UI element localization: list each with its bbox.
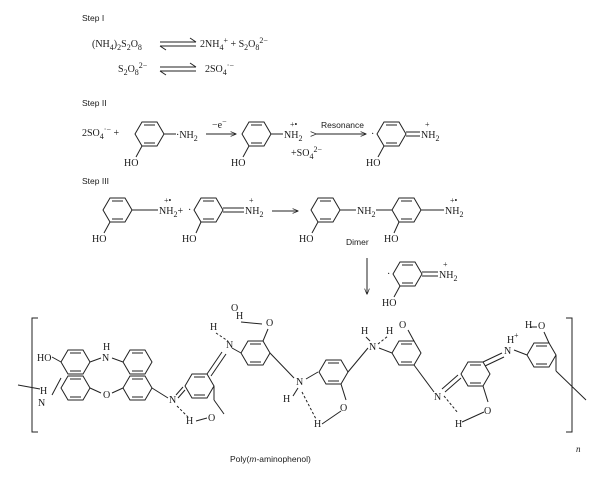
radical-cation-marker: +• bbox=[164, 196, 172, 205]
polymer-name: Poly(m-aminophenol) bbox=[230, 454, 311, 464]
radical-dot: · bbox=[188, 205, 191, 216]
electron-loss-label: −e− bbox=[212, 117, 227, 131]
step-1-label: Step I bbox=[82, 13, 104, 23]
hydroxyl-group: HO bbox=[37, 353, 51, 364]
radical-cation-amino: NH2 bbox=[284, 130, 302, 143]
hydrogen: H bbox=[186, 416, 193, 427]
left-bracket bbox=[31, 317, 38, 433]
oxygen: O bbox=[399, 320, 406, 331]
imine-n: N bbox=[226, 340, 233, 351]
hydroxyl-group: HO bbox=[382, 298, 396, 309]
oxygen: O bbox=[266, 318, 273, 329]
sulfate-radical: 2SO4·− bbox=[205, 61, 234, 77]
step3-quinoid-radical: · NH2 + HO bbox=[182, 196, 263, 245]
positive-charge: + bbox=[443, 260, 448, 269]
repeat-unit-n: n bbox=[576, 444, 581, 454]
hydrogen: H bbox=[283, 394, 290, 405]
amine-h: H bbox=[40, 386, 47, 397]
iminium-group: NH2 bbox=[421, 130, 439, 143]
imine-n: N bbox=[434, 392, 441, 403]
phenoxazine-ring-a2 bbox=[60, 375, 91, 401]
hydrogen: H bbox=[386, 326, 393, 337]
hydrogen: H bbox=[236, 311, 243, 322]
step1-equation-2: S2O82− 2SO4·− bbox=[118, 61, 234, 77]
hydroxyl-group: HO bbox=[366, 158, 380, 169]
hydroxyl-group: HO bbox=[299, 234, 313, 245]
benzenoid-ring-6 bbox=[526, 342, 557, 368]
step-2-label: Step II bbox=[82, 98, 107, 108]
iminium-group: NH2 bbox=[245, 206, 263, 219]
quinoid-radical: · NH2 + HO bbox=[366, 120, 439, 169]
dimer-label: Dimer bbox=[346, 237, 369, 247]
right-bracket bbox=[566, 317, 573, 433]
resonance-arrow: Resonance bbox=[316, 120, 366, 134]
positive-charge: + bbox=[514, 331, 519, 340]
hydroxyl-group: HO bbox=[124, 158, 138, 169]
hydrogen: H bbox=[361, 326, 368, 337]
positive-charge: + bbox=[249, 196, 254, 205]
quinoid-ring-1 bbox=[184, 373, 215, 399]
hydroxyl-group: HO bbox=[182, 234, 196, 245]
dimer-amine-bridge: NH2 bbox=[357, 206, 375, 219]
hydroxyl-group: HO bbox=[231, 158, 245, 169]
benzenoid-ring-4 bbox=[391, 340, 422, 366]
phenoxazine-ring-c2 bbox=[122, 375, 153, 401]
step-3-label: Step III bbox=[82, 176, 109, 186]
oxygen: O bbox=[484, 406, 491, 417]
hydrogen: H bbox=[210, 322, 217, 333]
step2-reactants: 2SO4·− + ·NH2 HO bbox=[82, 121, 198, 169]
sulfate-byproduct: +SO42− bbox=[291, 145, 322, 161]
benzenoid-ring-2 bbox=[240, 340, 271, 366]
oxidation-arrow: −e− bbox=[206, 117, 236, 134]
hydroxyl-group: HO bbox=[92, 234, 106, 245]
oxygen: O bbox=[208, 413, 215, 424]
protonated-imine-n: N bbox=[504, 346, 511, 357]
equilibrium-arrow bbox=[159, 62, 197, 76]
phenoxazine-ring-a bbox=[60, 349, 91, 375]
sulfate-radical-reagent: 2SO4·− + bbox=[82, 125, 119, 141]
m-aminophenol-ring bbox=[134, 121, 176, 158]
radical-cation-marker: +• bbox=[290, 120, 298, 129]
hydrogen: H bbox=[525, 320, 532, 331]
resonance-label: Resonance bbox=[321, 120, 364, 130]
phenoxazine-ring-c bbox=[122, 349, 153, 375]
amine-n: N bbox=[369, 342, 376, 353]
radical-cation-marker: +• bbox=[450, 196, 458, 205]
radical-dot: · bbox=[371, 129, 374, 140]
radical-cation-amino: NH2+ bbox=[159, 206, 183, 219]
persulfate-ion: S2O82− bbox=[118, 61, 148, 77]
radical-cation-amino: NH2 bbox=[445, 206, 463, 219]
polymer-structure: n H N HO H N O N bbox=[17, 303, 587, 454]
equilibrium-arrow bbox=[159, 37, 197, 51]
propagating-quinoid-radical: · NH2 + HO bbox=[382, 260, 457, 309]
ammonium-persulfate: (NH4)2S2O8 bbox=[92, 39, 142, 52]
oxygen: O bbox=[231, 303, 238, 314]
amine-n: N bbox=[296, 377, 303, 388]
amino-group: ·NH2 bbox=[176, 130, 198, 143]
hydrogen: H bbox=[507, 335, 514, 346]
radical-cation-1: NH2 +• HO +SO42− bbox=[231, 120, 322, 169]
step1-equation-1: (NH4)2S2O8 2NH4+ + S2O82− bbox=[92, 36, 268, 52]
radical-dot: · bbox=[387, 269, 390, 280]
step3-radical-cation: NH2+ +• HO bbox=[92, 196, 183, 245]
phenoxazine-nh: H bbox=[103, 342, 110, 353]
oxygen: O bbox=[538, 321, 545, 332]
ammonium-plus-persulfate-ion: 2NH4+ + S2O82− bbox=[200, 36, 268, 52]
imine-n: N bbox=[169, 395, 176, 406]
benzenoid-ring-3 bbox=[318, 359, 349, 385]
positive-charge: + bbox=[425, 120, 430, 129]
hydrogen: H bbox=[455, 419, 462, 430]
iminium-group: NH2 bbox=[439, 270, 457, 283]
hydroxyl-group: HO bbox=[384, 234, 398, 245]
oxygen: O bbox=[340, 403, 347, 414]
hydrogen: H bbox=[314, 419, 321, 430]
dimer: HO NH2 HO NH2 +• Dimer bbox=[299, 196, 463, 247]
phenoxazine-n: N bbox=[102, 353, 109, 364]
amine-n: N bbox=[38, 398, 45, 409]
phenoxazine-o: O bbox=[103, 390, 110, 401]
